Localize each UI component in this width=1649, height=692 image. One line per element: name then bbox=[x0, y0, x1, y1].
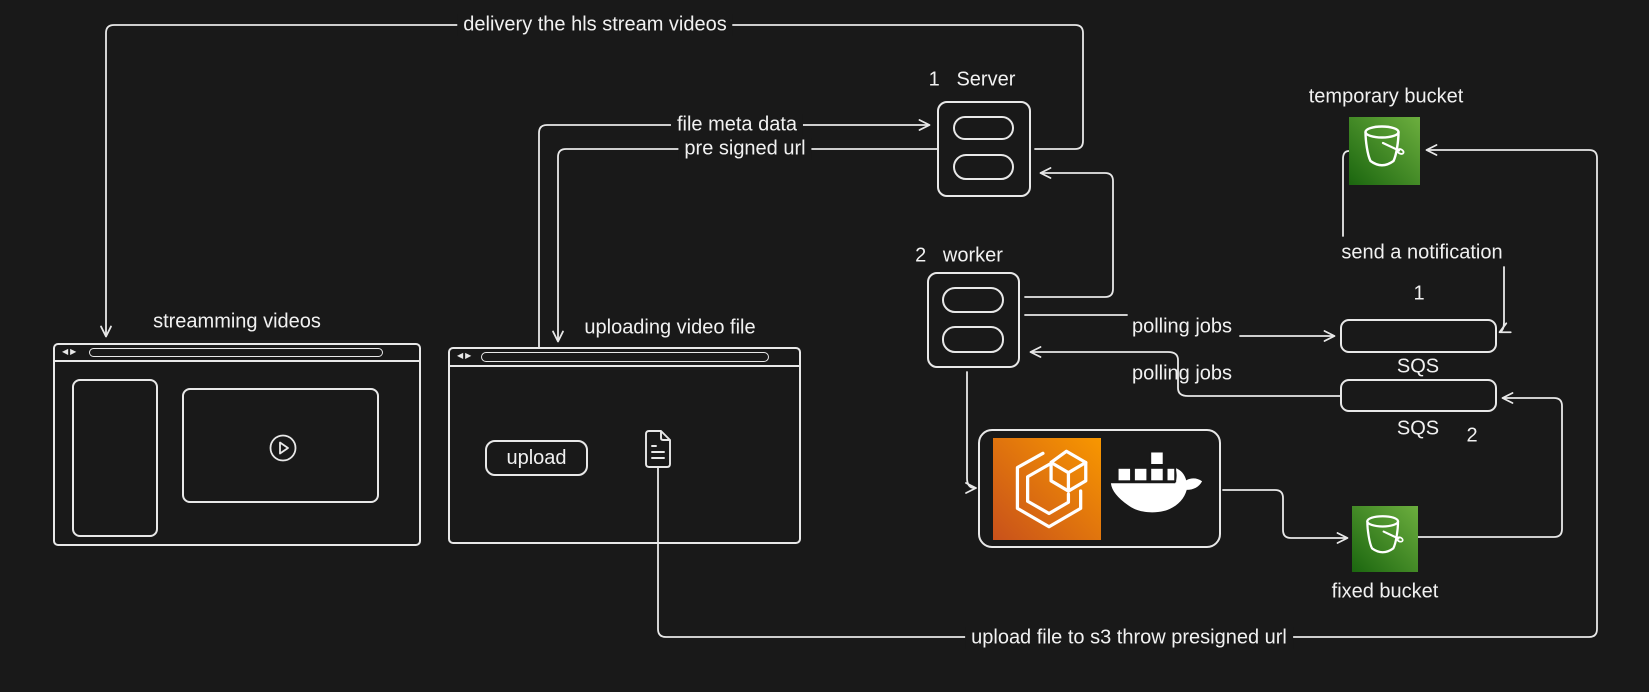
uploading-window-title[interactable]: uploading video file bbox=[584, 316, 756, 339]
back-forward-icons[interactable]: ◀▶ bbox=[457, 350, 473, 362]
docker-icon[interactable] bbox=[1108, 444, 1204, 532]
worker-slot-1 bbox=[942, 287, 1004, 313]
play-icon[interactable] bbox=[268, 433, 298, 463]
arrow-ecs-to-fixed-bucket[interactable] bbox=[1222, 489, 1349, 544]
arrow-worker-to-server[interactable] bbox=[1024, 167, 1114, 298]
video-player-panel[interactable] bbox=[182, 388, 379, 503]
amazon-ecs-icon[interactable] bbox=[993, 438, 1101, 540]
line-temporary-bucket-to-notification[interactable] bbox=[1342, 150, 1350, 237]
docker-whale-glyph bbox=[1110, 450, 1203, 513]
address-bar[interactable] bbox=[89, 348, 383, 357]
arrow-worker-to-ecs[interactable] bbox=[965, 371, 977, 494]
sqs-bottom-number[interactable]: 2 bbox=[1466, 424, 1478, 447]
forward-icon[interactable]: ▶ bbox=[70, 347, 79, 356]
video-list-sidebar[interactable] bbox=[72, 379, 158, 537]
server-title[interactable]: 1 Server bbox=[928, 68, 1016, 91]
temporary-bucket-s3-icon[interactable] bbox=[1349, 117, 1420, 185]
server-slot-2 bbox=[953, 154, 1014, 180]
delivery-hls-label[interactable]: delivery the hls stream videos bbox=[457, 13, 733, 37]
file-icon[interactable] bbox=[642, 429, 674, 469]
polling-jobs-label-bottom[interactable]: polling jobs bbox=[1131, 362, 1233, 385]
sqs-top-title[interactable]: SQS bbox=[1396, 355, 1440, 378]
worker-node[interactable] bbox=[927, 272, 1020, 368]
polling-jobs-label-top[interactable]: polling jobs bbox=[1131, 315, 1233, 338]
file-meta-data-label[interactable]: file meta data bbox=[670, 113, 804, 137]
upload-to-s3-label[interactable]: upload file to s3 throw presigned url bbox=[965, 626, 1293, 650]
arrow-delivery-hls-server-to-streaming[interactable] bbox=[100, 24, 1084, 338]
back-icon[interactable]: ◀ bbox=[62, 347, 71, 356]
streaming-browser-window[interactable]: ◀▶ bbox=[53, 343, 421, 546]
upload-button-label: upload bbox=[506, 446, 567, 469]
s3-bucket-glyph bbox=[1366, 515, 1404, 554]
s3-bucket-glyph bbox=[1364, 125, 1405, 167]
uploading-browser-window[interactable]: ◀▶ upload bbox=[448, 347, 801, 544]
fixed-bucket-title[interactable]: fixed bucket bbox=[1331, 580, 1439, 603]
arrow-fixed-bucket-to-sqs2[interactable] bbox=[1417, 392, 1563, 538]
uploading-browser-toolbar: ◀▶ bbox=[450, 349, 799, 367]
address-bar[interactable] bbox=[481, 352, 769, 362]
back-forward-icons[interactable]: ◀▶ bbox=[62, 346, 78, 358]
worker-slot-2 bbox=[942, 326, 1004, 353]
sqs-queue-bottom[interactable] bbox=[1340, 379, 1497, 412]
streaming-window-title[interactable]: streamming videos bbox=[153, 310, 321, 333]
temporary-bucket-title[interactable]: temporary bucket bbox=[1308, 85, 1464, 108]
fixed-bucket-s3-icon[interactable] bbox=[1352, 506, 1418, 572]
arrow-upload-file-to-temporary-bucket[interactable] bbox=[657, 144, 1598, 638]
sqs-top-number[interactable]: 1 bbox=[1413, 282, 1425, 305]
sqs-queue-top[interactable] bbox=[1340, 319, 1497, 353]
arrow-file-meta-browser-to-server[interactable] bbox=[538, 119, 931, 348]
streaming-browser-toolbar: ◀▶ bbox=[55, 345, 419, 362]
pre-signed-url-label[interactable]: pre signed url bbox=[678, 137, 812, 161]
arrow-notification-to-sqs1[interactable] bbox=[1498, 266, 1512, 334]
ecs-docker-container-node[interactable] bbox=[978, 429, 1221, 548]
ecs-hexagon-glyph bbox=[1015, 449, 1088, 529]
back-icon[interactable]: ◀ bbox=[457, 351, 466, 360]
forward-icon[interactable]: ▶ bbox=[465, 351, 474, 360]
arrow-presigned-server-to-browser[interactable] bbox=[552, 148, 938, 343]
arrow-polling-jobs-sqs2-to-worker[interactable] bbox=[1029, 346, 1341, 397]
send-notification-label[interactable]: send a notification bbox=[1341, 241, 1503, 264]
sqs-bottom-title[interactable]: SQS bbox=[1396, 417, 1440, 440]
worker-title[interactable]: 2 worker bbox=[915, 244, 1003, 267]
server-slot-1 bbox=[953, 116, 1014, 140]
upload-button[interactable]: upload bbox=[485, 440, 588, 476]
server-node[interactable] bbox=[937, 101, 1031, 197]
